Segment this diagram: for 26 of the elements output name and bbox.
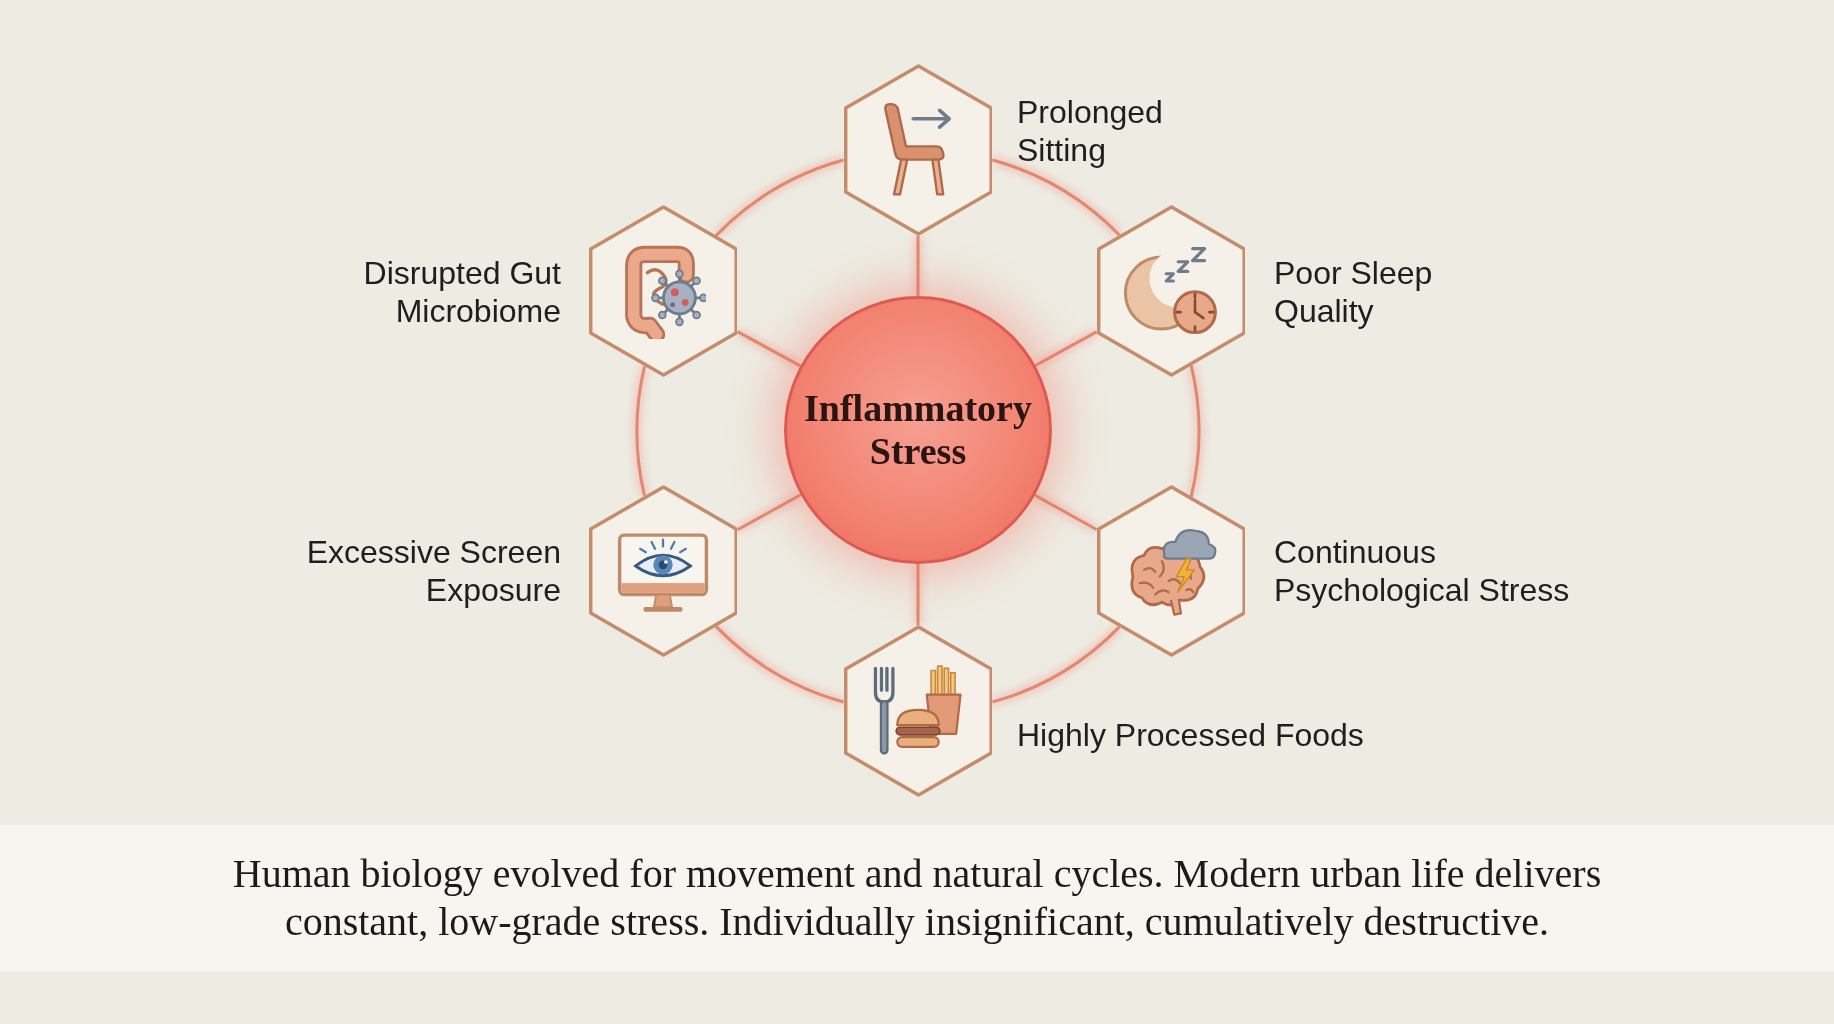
hexagon-tile [588, 485, 738, 657]
hexagon-tile [1096, 205, 1246, 377]
ring-arc [715, 158, 844, 237]
factor-label: Excessive Screen Exposure [305, 533, 561, 609]
connector-line [736, 493, 802, 532]
connector-line [916, 564, 920, 625]
caption-text: Human biology evolved for movement and natural cycles. Modern urban life delivers constant, low-grade stress. Individually insignificant, cumulatively destructive. [232, 850, 1602, 946]
factor-label: Prolonged Sitting [1017, 93, 1164, 169]
factor-label: Disrupted Gut Microbiome [362, 254, 561, 330]
hexagon-tile [1096, 485, 1246, 657]
factor-label: Poor Sleep Quality [1274, 254, 1434, 330]
factor-label: Continuous Psychological Stress [1274, 533, 1571, 609]
hub-circle: Inflammatory Stress [784, 296, 1052, 564]
ring-arc [1189, 365, 1201, 497]
connector-line [1034, 493, 1098, 531]
hexagon-tile [588, 205, 738, 377]
hexagon-tile [843, 64, 993, 236]
ring-arc [635, 366, 646, 496]
hexagon-tile [843, 625, 993, 797]
connector-line [916, 236, 920, 296]
ring-arc [992, 158, 1121, 236]
connector-line [736, 330, 801, 368]
ring-arc [715, 625, 844, 704]
ring-arc [992, 626, 1121, 704]
factor-label: Highly Processed Foods [1017, 716, 1365, 754]
connector-line [1034, 330, 1098, 367]
